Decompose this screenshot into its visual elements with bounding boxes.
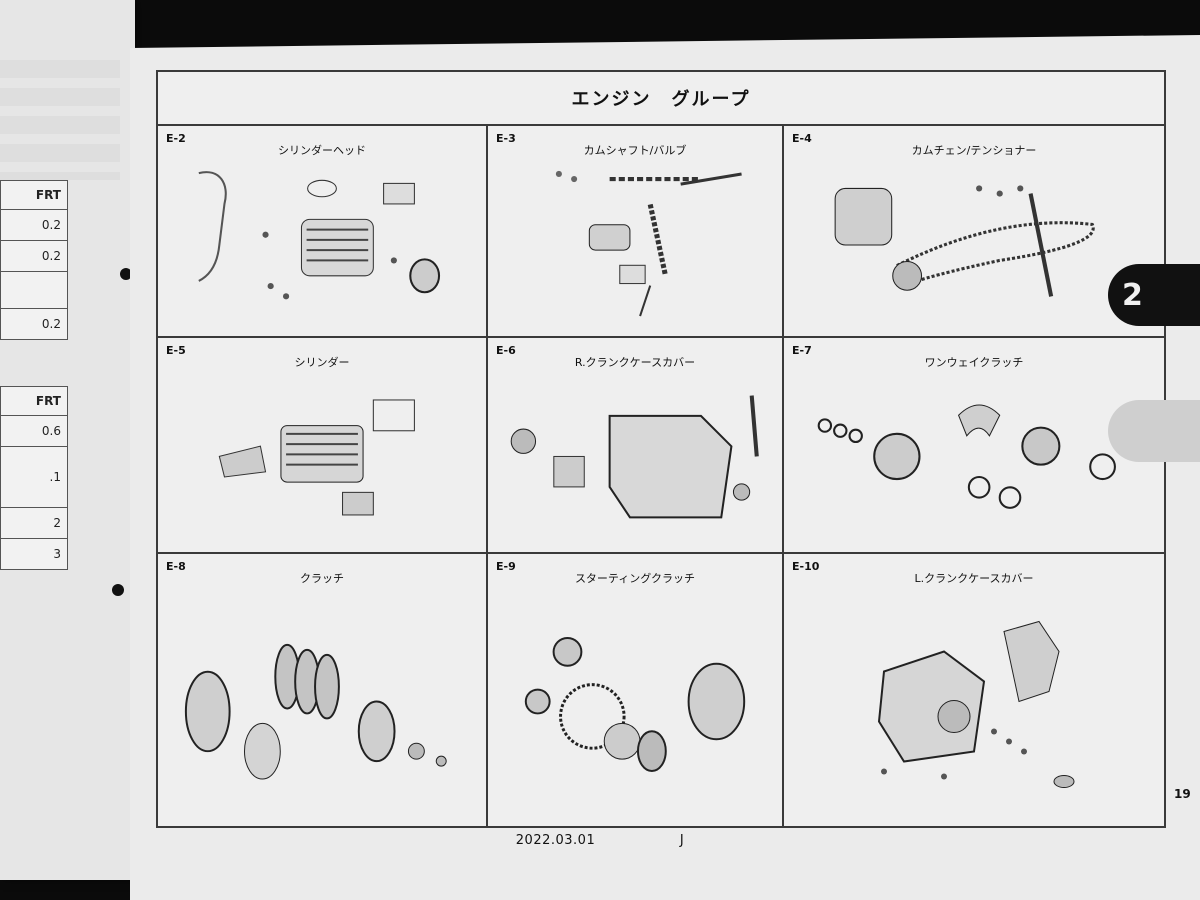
camshaft-valve-diagram [555, 170, 742, 317]
left-table-2-cell: 3 [0, 538, 68, 570]
binder-hole [112, 584, 124, 596]
cell-title: シリンダーヘッド [278, 144, 366, 157]
exploded-parts-diagram [794, 374, 1154, 544]
parts-cell-e10[interactable]: E-10 L.クランクケースカバー [784, 554, 1164, 826]
parts-cell-e9[interactable]: E-9 スターティングクラッチ [488, 554, 784, 826]
left-table-1-cell: 0.2 [0, 308, 68, 340]
left-table-1-cell: 0.2 [0, 209, 68, 241]
parts-cell-e5[interactable]: E-5 シリンダー [158, 338, 488, 554]
left-table-2-header: FRT [0, 386, 68, 416]
footer-suffix: J [679, 833, 685, 848]
group-title: エンジン グループ [158, 72, 1164, 126]
cam-chain-tensioner-diagram [834, 185, 1095, 297]
parts-index-frame: エンジン グループ E-2 シリンダーヘッド [156, 70, 1166, 828]
left-table-2-cell: .1 [0, 446, 68, 508]
left-page-faded-text [0, 60, 120, 180]
left-table-1: FRT 0.2 0.2 0.2 [0, 180, 68, 340]
cell-code: E-3 [496, 132, 516, 145]
cell-title: シリンダー [294, 356, 350, 369]
left-page: FRT 0.2 0.2 0.2 FRT 0.6 .1 2 3 [0, 0, 135, 880]
cell-title: カムチェン/テンショナー [911, 144, 1037, 157]
left-table-1-header: FRT [0, 180, 68, 210]
left-table-2: FRT 0.6 .1 2 3 [0, 386, 68, 570]
exploded-parts-diagram [168, 590, 476, 818]
cell-code: E-4 [792, 132, 812, 145]
cell-code: E-2 [166, 132, 186, 145]
cylinder-head-diagram [198, 171, 441, 300]
parts-cell-e8[interactable]: E-8 クラッチ [158, 554, 488, 826]
exploded-parts-diagram [498, 374, 772, 544]
parts-grid: E-2 シリンダーヘッド E-3 カムシャフト/バ [158, 126, 1164, 826]
cell-title: カムシャフト/バルブ [583, 144, 687, 157]
cell-code: E-7 [792, 344, 812, 357]
exploded-parts-diagram [794, 590, 1154, 818]
cell-title: ワンウェイクラッチ [924, 356, 1024, 369]
left-table-2-cell: 2 [0, 507, 68, 539]
left-table-1-cell [0, 271, 68, 309]
left-crankcase-cover-diagram [877, 620, 1075, 788]
footer-date: 2022.03.01 J [0, 833, 1200, 848]
cell-code: E-9 [496, 560, 516, 573]
footer-date-text: 2022.03.01 [515, 833, 596, 848]
cell-code: E-10 [792, 560, 820, 573]
left-table-2-cell: 0.6 [0, 415, 68, 447]
cell-title: クラッチ [300, 572, 344, 585]
parts-cell-e3[interactable]: E-3 カムシャフト/バルブ [488, 126, 784, 338]
cell-title: L.クランクケースカバー [914, 572, 1034, 585]
section-tab[interactable]: 2 [1108, 264, 1200, 326]
cell-code: E-5 [166, 344, 186, 357]
section-tab-next[interactable] [1108, 400, 1200, 462]
one-way-clutch-diagram [817, 404, 1116, 509]
right-crankcase-cover-diagram [510, 395, 759, 519]
cylinder-diagram [218, 399, 415, 516]
clutch-diagram [184, 643, 447, 780]
parts-cell-e2[interactable]: E-2 シリンダーヘッド [158, 126, 488, 338]
parts-cell-e6[interactable]: E-6 R.クランクケースカバー [488, 338, 784, 554]
exploded-parts-diagram [168, 162, 476, 328]
exploded-parts-diagram [498, 590, 772, 818]
cell-title: スターティングクラッチ [574, 572, 696, 585]
left-table-1-cell: 0.2 [0, 240, 68, 272]
page-number: 19 [1174, 787, 1191, 801]
parts-cell-e7[interactable]: E-7 ワンウェイクラッチ [784, 338, 1164, 554]
parts-cell-e4[interactable]: E-4 カムチェン/テンショナー [784, 126, 1164, 338]
binder-hole [120, 268, 132, 280]
cell-title: R.クランクケースカバー [574, 356, 696, 369]
starting-clutch-diagram [524, 636, 746, 773]
exploded-parts-diagram [168, 374, 476, 544]
exploded-parts-diagram [794, 162, 1154, 328]
exploded-parts-diagram [498, 162, 772, 328]
cell-code: E-8 [166, 560, 186, 573]
cell-code: E-6 [496, 344, 516, 357]
